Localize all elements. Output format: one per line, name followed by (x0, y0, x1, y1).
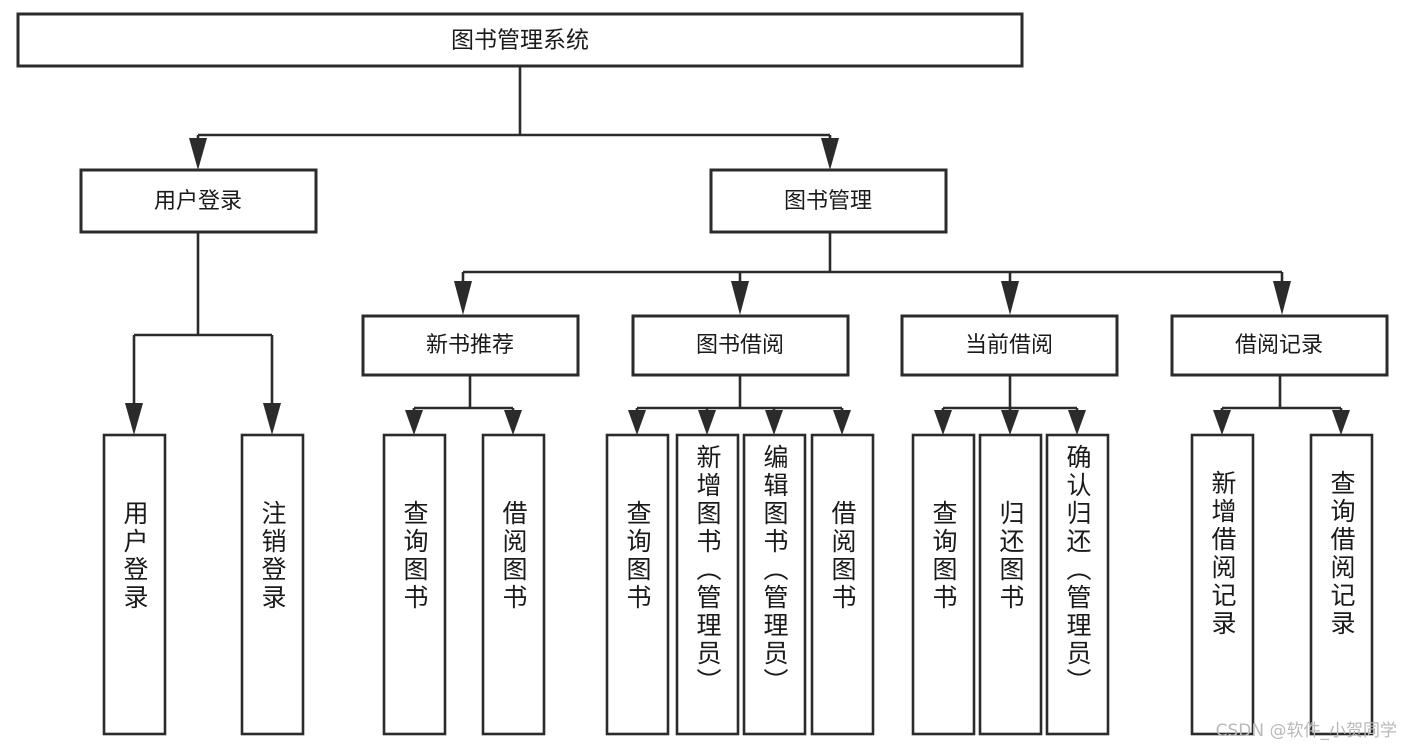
arrow-head-leaf-user-login (125, 403, 143, 435)
arrow-head-leaf-borrow-book-1 (504, 410, 522, 435)
arrow-head-leaf-query-record (1332, 410, 1350, 435)
node-borrow-record-label: 借阅记录 (1235, 333, 1323, 358)
arrow-head-user-login (189, 138, 207, 170)
node-current-borrow-box[interactable] (900, 314, 1119, 377)
node-leaf-user-logout-box[interactable] (240, 433, 305, 736)
node-leaf-edit-book-box[interactable] (742, 433, 807, 736)
nodes-layer: 图书管理系统 用户登录 图书管理 新书推荐 图书借阅 (16, 12, 1389, 736)
node-borrow-record-box[interactable] (1170, 314, 1389, 377)
node-root[interactable]: 图书管理系统 (16, 12, 1024, 68)
arrow-head-leaf-user-logout (263, 403, 281, 435)
node-leaf-query-book-1-box[interactable] (382, 433, 447, 736)
arrow-head-leaf-add-book (698, 410, 716, 435)
node-leaf-user-login-box[interactable] (102, 433, 167, 736)
node-leaf-return-book-box[interactable] (978, 433, 1043, 736)
arrow-head-leaf-borrow-book-2 (833, 410, 851, 435)
node-new-book-recommend-label: 新书推荐 (426, 333, 514, 358)
node-leaf-add-record-box[interactable] (1190, 433, 1255, 736)
node-leaf-borrow-book-2-box[interactable] (810, 433, 875, 736)
node-book-borrow[interactable]: 图书借阅 (631, 314, 850, 377)
node-leaf-add-book-box[interactable] (675, 433, 740, 736)
arrow-head-leaf-confirm-return (1068, 410, 1086, 435)
node-book-borrow-box[interactable] (631, 314, 850, 377)
arrow-head-leaf-return-book (1001, 410, 1019, 435)
arrow-head-borrow-record (1273, 281, 1291, 315)
node-user-login-box[interactable] (79, 168, 318, 234)
arrow-head-leaf-query-book-1 (405, 410, 423, 435)
arrow-head-leaf-add-record (1213, 410, 1231, 435)
node-new-book-recommend[interactable]: 新书推荐 (361, 314, 580, 377)
arrow-head-leaf-query-book-2 (628, 410, 646, 435)
node-leaf-query-record-box[interactable] (1309, 433, 1374, 736)
node-book-manage[interactable]: 图书管理 (709, 168, 948, 234)
node-user-login-label: 用户登录 (154, 189, 242, 214)
node-root-box[interactable] (16, 12, 1024, 68)
node-book-borrow-label: 图书借阅 (696, 333, 784, 358)
node-book-manage-label: 图书管理 (784, 189, 872, 214)
arrow-head-book-borrow (731, 281, 749, 315)
node-root-label: 图书管理系统 (451, 28, 589, 54)
node-leaf-confirm-return-box[interactable] (1045, 433, 1110, 736)
arrow-head-new-book-recommend (454, 281, 472, 315)
node-borrow-record[interactable]: 借阅记录 (1170, 314, 1389, 377)
arrow-head-current-borrow (1001, 281, 1019, 315)
node-leaf-query-book-2-box[interactable] (605, 433, 670, 736)
node-user-login[interactable]: 用户登录 (79, 168, 318, 234)
arrow-head-leaf-query-book-3 (934, 410, 952, 435)
node-book-manage-box[interactable] (709, 168, 948, 234)
node-leaf-borrow-book-1-box[interactable] (481, 433, 546, 736)
arrow-head-book-manage (821, 138, 839, 170)
node-leaf-query-book-3-box[interactable] (911, 433, 976, 736)
node-current-borrow[interactable]: 当前借阅 (900, 314, 1119, 377)
arrow-head-leaf-edit-book (765, 410, 783, 435)
node-current-borrow-label: 当前借阅 (965, 333, 1053, 358)
connectors-layer (125, 66, 1350, 435)
node-new-book-recommend-box[interactable] (361, 314, 580, 377)
